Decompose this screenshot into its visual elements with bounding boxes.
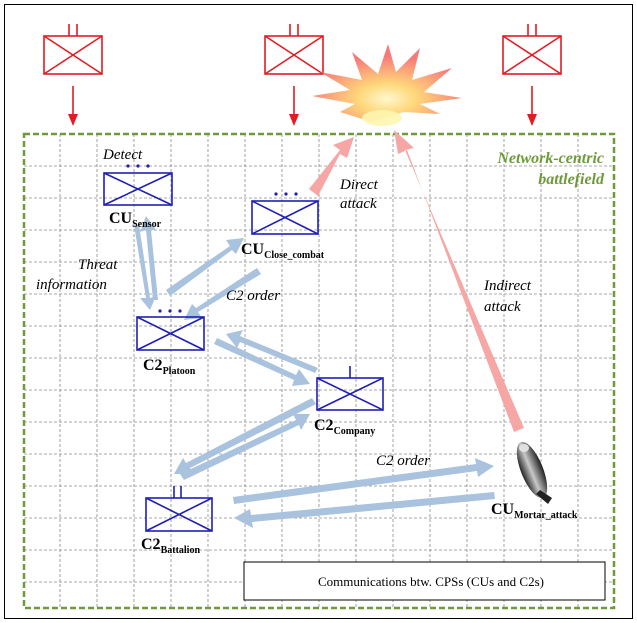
battlefield-label-line2: battlefield (538, 171, 605, 188)
cu-mortar-attack-label: CUMortar_attack (491, 501, 578, 521)
comm-arrow-battalion-to-company (180, 414, 310, 480)
enemy-unit-center (264, 24, 324, 126)
comm-arrow-platoon-to-sensor (140, 216, 158, 300)
indirect-attack-label-line2: attack (484, 299, 521, 315)
c2-platoon-label: C2Platoon (143, 357, 196, 377)
battlefield-area (22, 132, 616, 610)
threat-info-label-line1: Threat (78, 257, 118, 273)
c2-order-label-upper: C2 order (226, 288, 280, 304)
cu-sensor-symbol (103, 164, 173, 206)
enemy-unit-right (502, 24, 562, 126)
indirect-attack-arrow (394, 130, 524, 432)
direct-attack-label-line1: Direct (339, 177, 379, 193)
c2-order-label-lower: C2 order (376, 453, 430, 469)
comm-arrow-platoon-to-closecombat (166, 238, 244, 296)
explosion-icon (312, 44, 462, 126)
legend-box: Communications btw. CPSs (CUs and C2s) (243, 561, 606, 601)
legend-label: Communications btw. CPSs (CUs and C2s) (318, 574, 544, 589)
comm-arrow-platoon-to-company (214, 338, 310, 386)
direct-attack-label-line2: attack (340, 196, 377, 212)
c2-platoon-symbol (136, 309, 205, 351)
c2-company-symbol (316, 366, 384, 411)
mortar-icon (516, 441, 552, 504)
comm-arrow-mortar-to-battalion (234, 492, 495, 528)
threat-info-label-line2: information (36, 277, 107, 293)
cu-close-combat-symbol (251, 192, 319, 235)
comm-arrow-company-to-battalion (174, 398, 316, 474)
c2-company-label: C2Company (314, 417, 375, 437)
comm-arrow-sensor-to-platoon (134, 225, 156, 310)
comm-arrow-company-to-platoon (226, 330, 318, 373)
detect-label: Detect (102, 147, 143, 163)
cu-close-combat-label: CUClose_combat (241, 241, 325, 261)
c2-battalion-symbol (145, 486, 213, 532)
comm-arrow-closecombat-to-platoon (184, 268, 261, 320)
cu-sensor-label: CUSensor (109, 210, 162, 230)
indirect-attack-label-line1: Indirect (483, 278, 532, 294)
c2-battalion-label: C2Battalion (141, 536, 200, 556)
direct-attack-arrow (309, 137, 354, 196)
battlefield-label-line1: Network-centric (496, 150, 604, 167)
enemy-unit-left (43, 24, 103, 126)
comm-arrow-battalion-to-mortar (233, 458, 494, 504)
